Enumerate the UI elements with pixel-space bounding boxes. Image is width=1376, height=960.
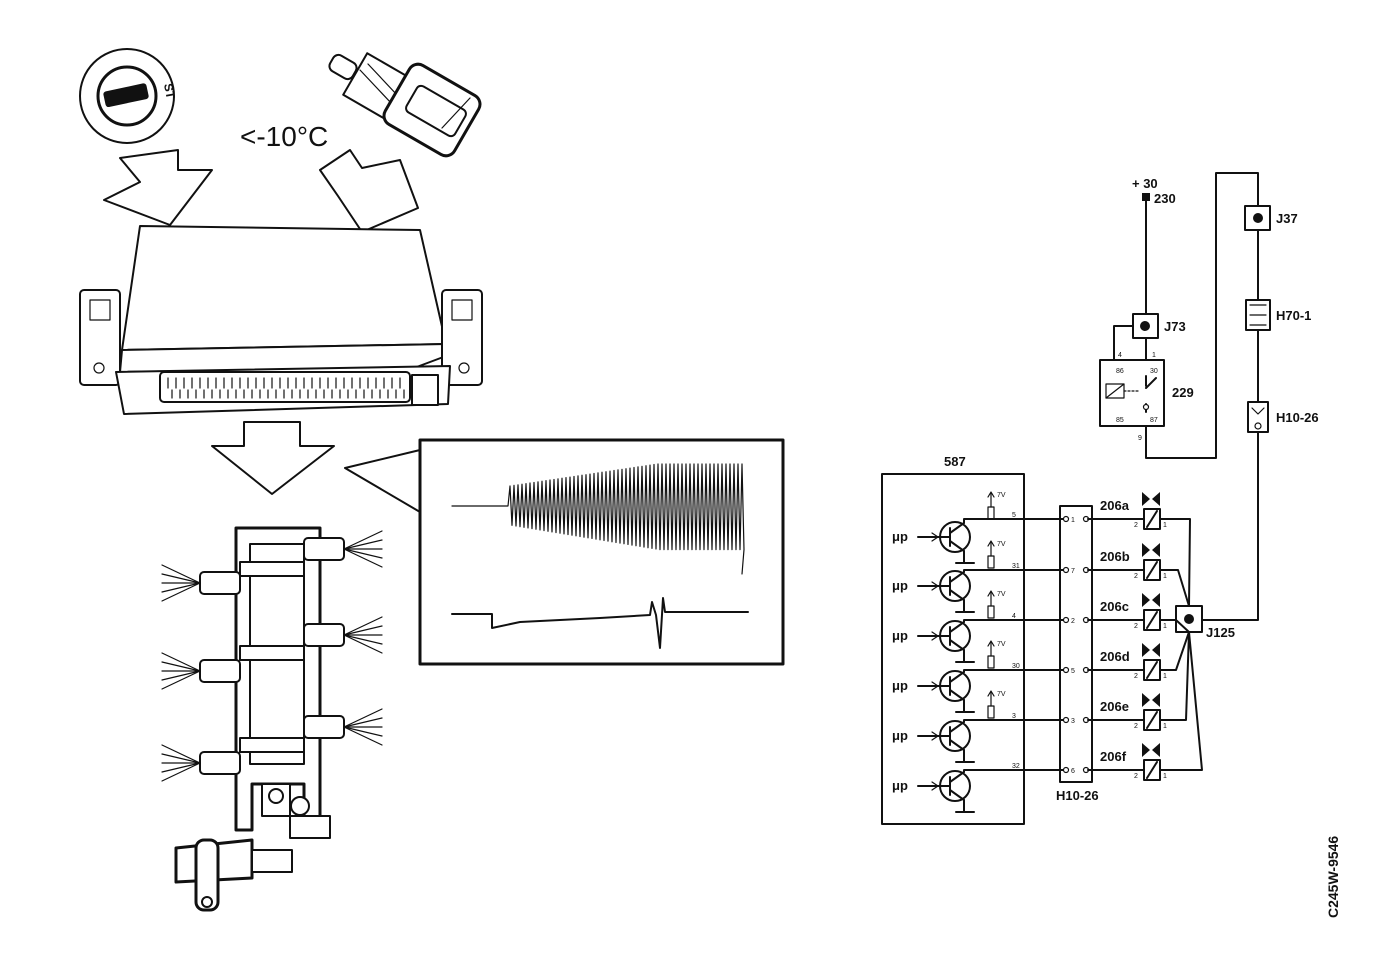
driver-input-label: μp — [892, 778, 908, 793]
injector-label: 206b — [1100, 549, 1130, 564]
injector-pin-label: 1 — [1163, 673, 1167, 680]
svg-text:9: 9 — [1138, 435, 1142, 442]
figure-code: C245W-9546 — [1325, 836, 1341, 918]
injector-pin-label: 1 — [1163, 623, 1167, 630]
injector-206b: 7 206b 2 1 — [1062, 543, 1190, 607]
input-arrow-right — [319, 149, 419, 233]
injector-pin-label: 1 — [1163, 723, 1167, 730]
oscilloscope-panel — [418, 438, 785, 666]
ecu-pin-label: 30 — [1012, 663, 1020, 670]
svg-text:587: 587 — [944, 454, 966, 469]
supply-terminal — [1142, 193, 1150, 201]
ecu-module-icon — [79, 225, 483, 415]
fuel-rail-icon — [161, 526, 383, 912]
connector-pin-label: 6 — [1071, 768, 1075, 775]
supply-voltage-label: 7V — [997, 492, 1006, 499]
connector-pin-label: 1 — [1071, 517, 1075, 524]
svg-text:87: 87 — [1150, 417, 1158, 424]
injector-pin-label: 2 — [1134, 522, 1138, 529]
svg-text:J73: J73 — [1164, 319, 1186, 334]
ignition-st-label: ST — [161, 82, 178, 100]
driver-input-label: μp — [892, 678, 908, 693]
connector-h70-1: H70-1 — [1245, 299, 1311, 331]
injector-206a: 1 206a 2 1 — [1062, 492, 1191, 607]
supply-voltage-label: 7V — [997, 591, 1006, 598]
ignition-switch-icon: ST — [79, 48, 178, 144]
ecu-pin-label: 5 — [1012, 512, 1016, 519]
injector-label: 206e — [1100, 699, 1129, 714]
driver-input-label: μp — [892, 628, 908, 643]
callout-arrow — [344, 449, 421, 513]
driver-transistor: μp 7V 4 — [892, 590, 1065, 663]
connector-j37: J37 — [1244, 205, 1298, 231]
injector-pin-label: 1 — [1163, 573, 1167, 580]
ecu-pin-label: 4 — [1012, 613, 1016, 620]
connector-pin-label: 3 — [1071, 718, 1075, 725]
temperature-threshold-label: <-10°C — [240, 121, 328, 152]
relay-229: 4 1 86 30 85 87 9 229 — [1099, 352, 1194, 442]
supply-voltage-label: 7V — [997, 641, 1006, 648]
injector-pin-label: 2 — [1134, 773, 1138, 780]
injector-206f: 6 206f 2 1 — [1062, 631, 1203, 781]
svg-text:86: 86 — [1116, 368, 1124, 375]
driver-transistor: μp 7V 5 — [892, 491, 1065, 564]
svg-text:4: 4 — [1118, 352, 1122, 359]
svg-text:229: 229 — [1172, 385, 1194, 400]
injector-206c: 2 206c 2 1 — [1062, 593, 1190, 633]
connector-h10-26-top: H10-26 — [1247, 401, 1319, 433]
injector-pin-label: 2 — [1134, 573, 1138, 580]
driver-input-label: μp — [892, 728, 908, 743]
driver-input-label: μp — [892, 578, 908, 593]
svg-text:H70-1: H70-1 — [1276, 308, 1311, 323]
svg-text:85: 85 — [1116, 417, 1124, 424]
driver-transistor: μp 7V 31 — [892, 540, 1065, 613]
temperature-sensor-icon — [328, 52, 482, 158]
output-arrow-down — [211, 421, 335, 495]
ecu-pin-label: 3 — [1012, 713, 1016, 720]
injector-206d: 5 206d 2 1 — [1062, 631, 1190, 681]
connector-pin-label: 2 — [1071, 618, 1075, 625]
svg-text:30: 30 — [1150, 368, 1158, 375]
driver-transistor: μp 32 — [892, 763, 1065, 813]
injector-pin-label: 2 — [1134, 623, 1138, 630]
injector-pin-label: 2 — [1134, 723, 1138, 730]
supply-wire-label: 230 — [1154, 191, 1176, 206]
injector-pin-label: 1 — [1163, 773, 1167, 780]
connector-j73: J73 — [1132, 313, 1186, 339]
driver-transistor: μp 7V 3 — [892, 690, 1065, 763]
connector-j125: J125 — [1175, 605, 1235, 640]
supply-voltage-label: 7V — [997, 541, 1006, 548]
injector-label: 206a — [1100, 498, 1130, 513]
svg-text:J37: J37 — [1276, 211, 1298, 226]
connector-h10-26-bottom: H10-26 — [1056, 505, 1099, 803]
wire-relay-j37 — [1145, 172, 1259, 459]
driver-input-label: μp — [892, 529, 908, 544]
injector-label: 206c — [1100, 599, 1129, 614]
injector-pin-label: 2 — [1134, 673, 1138, 680]
svg-text:J125: J125 — [1206, 625, 1235, 640]
svg-text:H10-26: H10-26 — [1276, 410, 1319, 425]
svg-text:1: 1 — [1152, 352, 1156, 359]
injector-206e: 3 206e 2 1 — [1062, 631, 1190, 731]
input-arrow-left — [103, 149, 213, 226]
connector-pin-label: 7 — [1071, 568, 1075, 575]
ecu-pin-label: 31 — [1012, 563, 1020, 570]
wire-j73-relay — [1113, 325, 1134, 361]
wire-h10-j125 — [1199, 431, 1259, 621]
supply-plus-label: + 30 — [1132, 176, 1158, 191]
driver-transistor: μp 7V 30 — [892, 640, 1065, 713]
supply-voltage-label: 7V — [997, 691, 1006, 698]
injector-label: 206f — [1100, 749, 1127, 764]
svg-text:H10-26: H10-26 — [1056, 788, 1099, 803]
injector-pin-label: 1 — [1163, 522, 1167, 529]
ecu-pin-label: 32 — [1012, 763, 1020, 770]
injector-label: 206d — [1100, 649, 1130, 664]
connector-pin-label: 5 — [1071, 668, 1075, 675]
